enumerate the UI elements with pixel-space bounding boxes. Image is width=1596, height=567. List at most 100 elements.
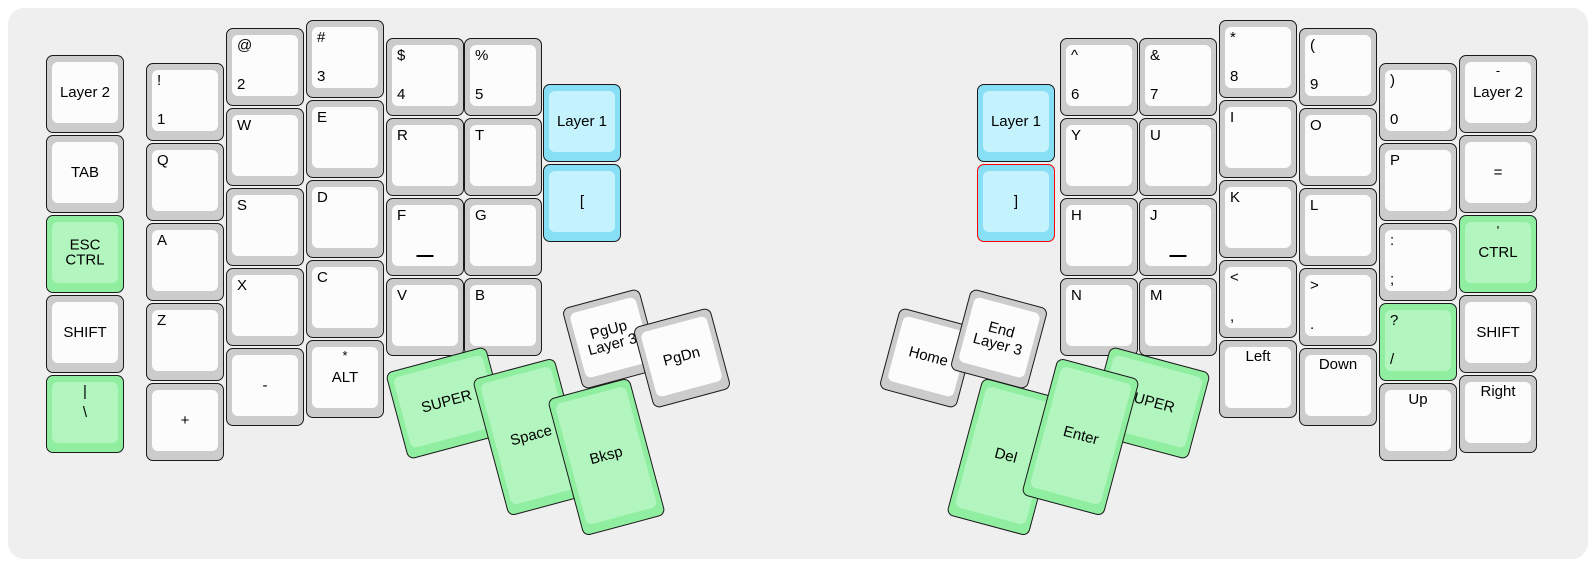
keycap-surface: Bksp (554, 385, 658, 526)
key-minus-layer2[interactable]: -Layer 2 (1459, 55, 1537, 133)
key-g[interactable]: G (464, 198, 542, 276)
key-2[interactable]: @2 (226, 28, 304, 106)
key-minus[interactable]: - (226, 348, 304, 426)
key-tab[interactable]: TAB (46, 135, 124, 213)
key-s[interactable]: S (226, 188, 304, 266)
key-8[interactable]: *8 (1219, 20, 1297, 98)
key-legend: PgDn (661, 343, 702, 370)
key-legend: 8 (1230, 68, 1239, 86)
key-legend: K (1230, 189, 1241, 206)
key-comma[interactable]: <, (1219, 260, 1297, 338)
key-bksp[interactable]: Bksp (547, 377, 666, 537)
key-f[interactable]: F (386, 198, 464, 276)
keycap-surface: Layer 1 (983, 91, 1049, 152)
keycap-surface: *8 (1225, 27, 1291, 88)
key-w[interactable]: W (226, 108, 304, 186)
key-legend: = (1493, 163, 1503, 181)
key-k[interactable]: K (1219, 180, 1297, 258)
key-6[interactable]: ^6 (1060, 38, 1138, 116)
key-legend: Enter (1061, 422, 1101, 449)
key-left[interactable]: Left (1219, 340, 1297, 418)
key-4[interactable]: $4 (386, 38, 464, 116)
key-v[interactable]: V (386, 278, 464, 356)
keycap-surface: SHIFT (1465, 302, 1531, 363)
key-legend: 9 (1310, 76, 1319, 94)
key-legend: 5 (475, 86, 484, 104)
key-legend: ; (1390, 271, 1395, 289)
keycap-surface: X (232, 275, 298, 336)
keycap-surface: T (470, 125, 536, 186)
key-legend: Bksp (587, 442, 625, 468)
key-m[interactable]: M (1139, 278, 1217, 356)
key-bracket-right[interactable]: ] (977, 164, 1055, 242)
key-9[interactable]: (9 (1299, 28, 1377, 106)
key-enter[interactable]: Enter (1021, 357, 1140, 517)
key-legend: CTRL (1478, 243, 1518, 261)
key-pipe-backslash[interactable]: |\ (46, 375, 124, 453)
key-slash[interactable]: ?/ (1379, 303, 1457, 381)
key-shift-right[interactable]: SHIFT (1459, 295, 1537, 373)
key-legend: 6 (1071, 86, 1080, 104)
key-layer1-right[interactable]: Layer 1 (977, 84, 1055, 162)
key-o[interactable]: O (1299, 108, 1377, 186)
key-h[interactable]: H (1060, 198, 1138, 276)
key-quote-ctrl[interactable]: 'CTRL (1459, 215, 1537, 293)
keycap-surface: Up (1385, 390, 1451, 451)
key-legend: G (475, 207, 487, 224)
key-legend: ( (1310, 37, 1315, 54)
key-legend: N (1071, 287, 1082, 304)
key-r[interactable]: R (386, 118, 464, 196)
keycap-surface: D (312, 187, 378, 248)
key-j[interactable]: J (1139, 198, 1217, 276)
key-y[interactable]: Y (1060, 118, 1138, 196)
key-z[interactable]: Z (146, 303, 224, 381)
key-legend: ] (1013, 192, 1019, 210)
keycap-surface: A (152, 230, 218, 291)
key-t[interactable]: T (464, 118, 542, 196)
key-d[interactable]: D (306, 180, 384, 258)
keycap-surface: @2 (232, 35, 298, 96)
key-5[interactable]: %5 (464, 38, 542, 116)
key-grave-layer2[interactable]: Layer 2 (46, 55, 124, 133)
key-equal[interactable]: = (1459, 135, 1537, 213)
key-n[interactable]: N (1060, 278, 1138, 356)
key-u[interactable]: U (1139, 118, 1217, 196)
keycap-surface: :; (1385, 230, 1451, 291)
key-0[interactable]: )0 (1379, 63, 1457, 141)
key-7[interactable]: &7 (1139, 38, 1217, 116)
key-x[interactable]: X (226, 268, 304, 346)
key-plus[interactable]: + (146, 383, 224, 461)
key-period[interactable]: >. (1299, 268, 1377, 346)
key-p[interactable]: P (1379, 143, 1457, 221)
keycap-surface: V (392, 285, 458, 346)
key-semicolon[interactable]: :; (1379, 223, 1457, 301)
key-legend: S (237, 197, 248, 214)
keycap-surface: R (392, 125, 458, 186)
keycap-surface: SHIFT (52, 302, 118, 363)
key-legend: * (342, 348, 348, 363)
key-bracket-left[interactable]: [ (543, 164, 621, 242)
key-e[interactable]: E (306, 100, 384, 178)
keycap-surface: Right (1465, 382, 1531, 443)
key-esc-ctrl[interactable]: ESC CTRL (46, 215, 124, 293)
keycap-surface: #3 (312, 27, 378, 88)
key-alt[interactable]: *ALT (306, 340, 384, 418)
key-i[interactable]: I (1219, 100, 1297, 178)
key-c[interactable]: C (306, 260, 384, 338)
key-down[interactable]: Down (1299, 348, 1377, 426)
key-right[interactable]: Right (1459, 375, 1537, 453)
key-3[interactable]: #3 (306, 20, 384, 98)
key-legend: End Layer 3 (971, 317, 1024, 360)
key-legend: Layer 1 (556, 112, 608, 130)
key-legend: E (317, 109, 328, 126)
key-1[interactable]: !1 (146, 63, 224, 141)
key-shift[interactable]: SHIFT (46, 295, 124, 373)
key-a[interactable]: A (146, 223, 224, 301)
key-layer1-left[interactable]: Layer 1 (543, 84, 621, 162)
keycap-surface: $4 (392, 45, 458, 106)
key-up[interactable]: Up (1379, 383, 1457, 461)
key-b[interactable]: B (464, 278, 542, 356)
key-q[interactable]: Q (146, 143, 224, 221)
key-l[interactable]: L (1299, 188, 1377, 266)
key-legend: + (180, 411, 190, 429)
